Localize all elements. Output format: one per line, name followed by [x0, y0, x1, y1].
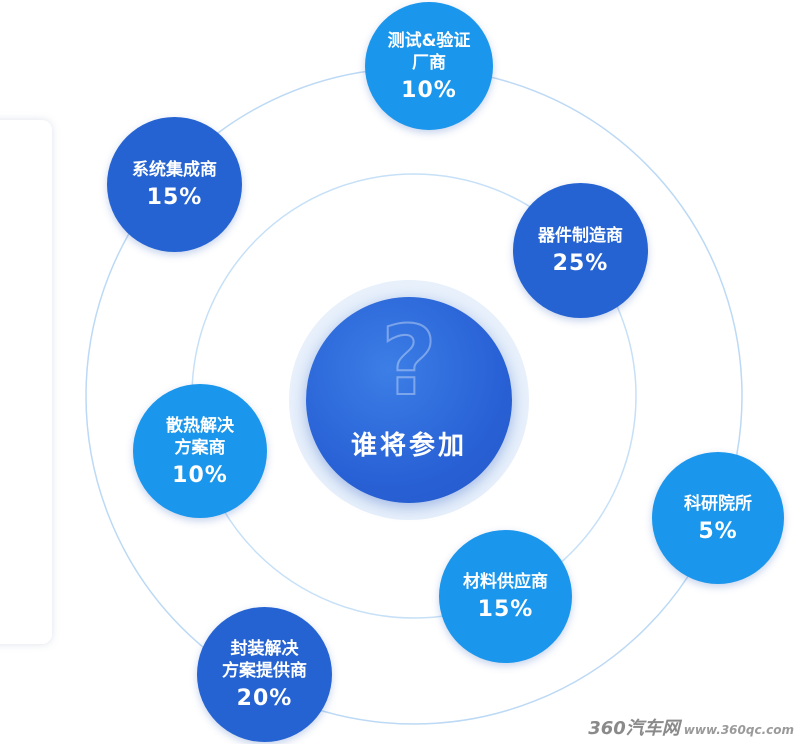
- node-thermal-solution: 散热解决 方案商 10%: [133, 384, 267, 518]
- node-system-integrator: 系统集成商 15%: [107, 117, 242, 252]
- watermark-logo: 360汽车网: [588, 718, 680, 739]
- node-research-institute: 科研院所 5%: [652, 452, 784, 584]
- side-panel: [0, 120, 52, 644]
- node-label: 材料供应商: [463, 572, 548, 592]
- node-device-maker: 器件制造商 25%: [513, 183, 648, 318]
- node-label: 测试&验证 厂商: [387, 30, 471, 73]
- watermark: 360汽车网 www.360qc.com: [588, 714, 794, 740]
- node-percent: 10%: [401, 77, 457, 103]
- center-circle: ? 谁将参加: [306, 297, 512, 503]
- node-percent: 15%: [146, 185, 203, 210]
- center-title: 谁将参加: [350, 431, 467, 461]
- node-label: 散热解决 方案商: [166, 415, 234, 458]
- node-label: 系统集成商: [132, 160, 217, 180]
- node-percent: 10%: [172, 462, 228, 488]
- node-percent: 5%: [698, 518, 738, 544]
- node-percent: 20%: [236, 686, 293, 711]
- node-label: 科研院所: [684, 493, 752, 514]
- watermark-site: www.360qc.com: [683, 723, 794, 737]
- node-label: 器件制造商: [538, 226, 623, 246]
- node-test-vendor: 测试&验证 厂商 10%: [365, 2, 493, 130]
- node-label: 封装解决 方案提供商: [222, 639, 307, 681]
- node-percent: 25%: [552, 251, 609, 276]
- node-percent: 15%: [477, 597, 534, 622]
- node-packaging-solution: 封装解决 方案提供商 20%: [197, 607, 332, 742]
- question-mark-icon: ?: [380, 304, 438, 418]
- node-material-supplier: 材料供应商 15%: [439, 530, 572, 663]
